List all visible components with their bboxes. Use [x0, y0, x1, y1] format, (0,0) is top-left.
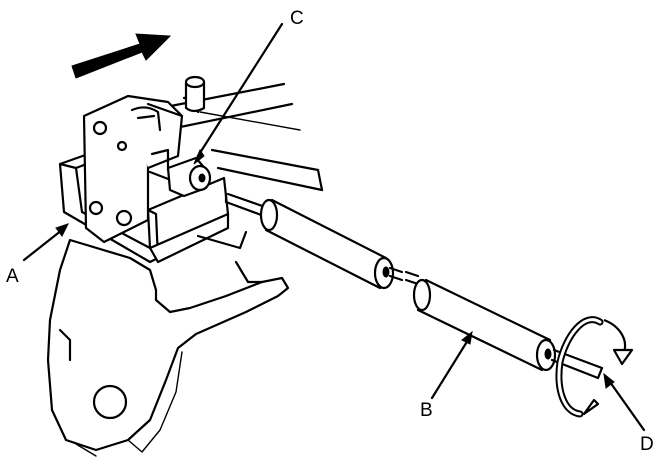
mounting-post [184, 75, 206, 113]
shaft-segment [388, 266, 420, 286]
switch-rotor [166, 156, 212, 198]
label-d: D [640, 434, 654, 455]
drive-shaft [224, 192, 270, 218]
tube-upper [259, 198, 395, 290]
label-b: B [420, 400, 433, 421]
callout-leaders [22, 22, 646, 432]
tube-lower [412, 278, 557, 372]
rotate-clockwise-icon [555, 316, 634, 418]
label-a: A [6, 266, 19, 287]
label-c: C [290, 8, 304, 29]
switch-body [82, 94, 184, 244]
direction-arrow-icon [71, 33, 172, 79]
lower-arm [46, 238, 290, 457]
